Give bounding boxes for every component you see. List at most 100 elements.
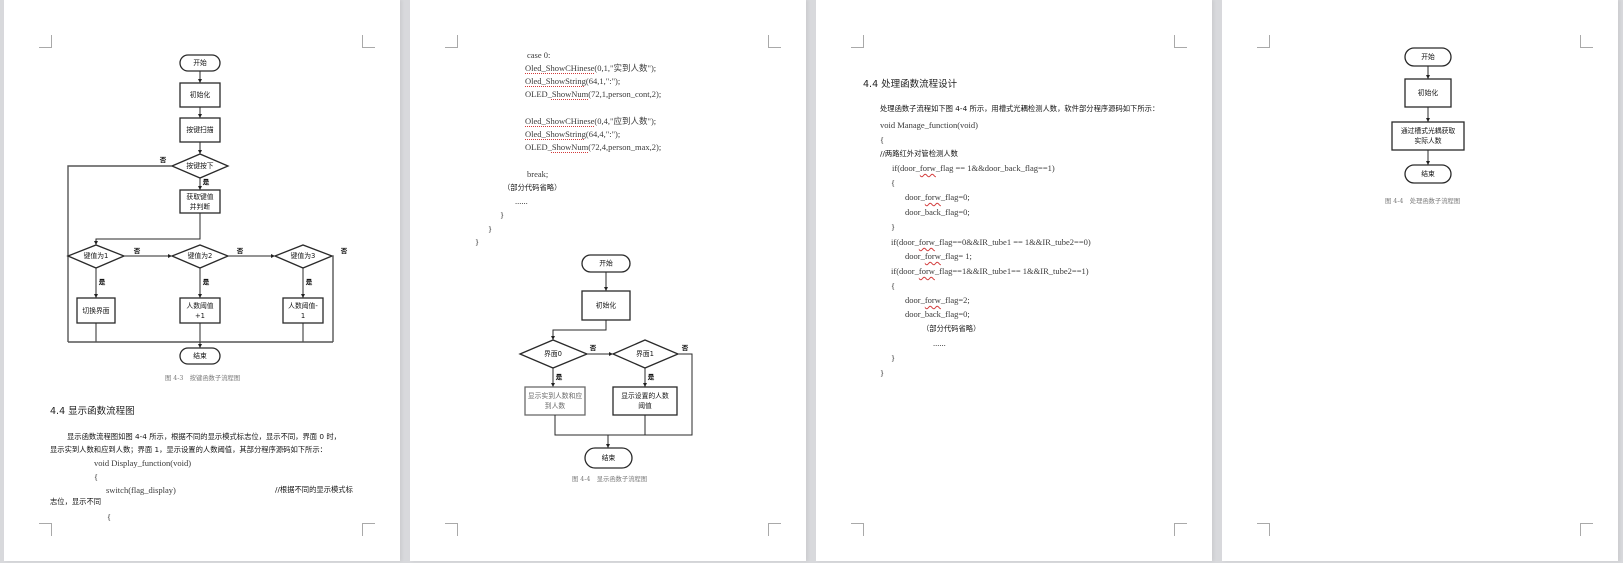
code-line: } [475,237,480,247]
no-label: 否 [159,156,167,164]
screen0-label: 界面0 [544,350,562,358]
spellcheck-underline: forw [918,237,935,247]
code-line: break; [527,169,549,179]
yes-label: 是 [202,177,210,186]
spellcheck-underline: Oled_ShowCHinese [525,63,595,73]
threshold-minus-label-1: 人数阈值- [288,301,318,310]
code-line: if(door_forw_flag==1&&IR_tube1== 1&&IR_t… [891,266,1089,276]
crop-mark-top-right [768,35,781,48]
spellcheck-underline: Oled_ShowString [525,76,586,86]
threshold-minus-box [282,297,324,324]
end-terminal [1404,164,1452,184]
get-key-label-1: 获取键值 [186,192,213,201]
spellcheck-underline: forw [924,251,941,261]
code-line: OLED_ShowNum(72,1,person_cont,2); [525,89,662,99]
code-omitted-note: （部分代码省略） [922,324,981,333]
code-line: switch(flag_display) [106,485,176,495]
code-line: if(door_forw_flag == 1&&door_back_flag==… [892,163,1055,173]
crop-mark-bottom-left [39,523,52,536]
spellcheck-underline: ShowNum [551,142,589,152]
code-line: Oled_ShowString(64,1,":"); [525,76,621,86]
code-comment: //两路红外对管检测人数 [880,149,958,158]
key-scan-label: 按键扫描 [186,125,213,134]
key-is-1-label: 键值为1 [84,251,109,260]
crop-mark-bottom-right [768,523,781,536]
threshold-plus-label-1: 人数阈值 [186,301,213,310]
right-bypass-line [332,255,334,342]
arrow [551,320,607,340]
flowchart-manage-function: 开始 初始化 通过槽式光耦获取 实际人数 结束 [1391,47,1465,184]
code-ellipsis: ...... [515,196,528,206]
show-threshold-label-2: 阈值 [638,401,652,410]
acquire-count-label-1: 通过槽式光耦获取 [1401,126,1456,135]
code-line: } [500,210,505,220]
crop-mark-bottom-right [362,523,375,536]
code-line: { [891,178,896,188]
key-is-2-label: 键值为2 [188,251,213,260]
screen1-label: 界面1 [636,350,654,358]
crop-mark-bottom-left [445,523,458,536]
yes-label: 是 [202,277,210,286]
no-label: 否 [681,344,689,352]
acquire-count-label-2: 实际人数 [1414,136,1441,145]
init-box [581,290,631,321]
show-actual-box [524,386,586,416]
crop-mark-top-left [1257,35,1270,48]
threshold-minus-label-2: 1 [301,312,305,320]
code-line: door_forw_flag=2; [905,295,970,305]
no-label: 否 [340,247,348,255]
init-box [179,82,221,108]
flowchart-display-function: 开始 初始化 界面0 否 界面1 否 是 是 显示实到人数和应 到人数 显示设置… [518,254,693,469]
key-pressed-decision [170,153,230,179]
connector [554,415,608,436]
code-line: { [891,281,896,291]
code-line: } [488,224,493,234]
code-line: Oled_ShowCHinese(0,1,"实到人数"); [525,63,657,73]
arrow [94,213,201,245]
code-line: } [891,353,896,363]
start-label: 开始 [599,259,613,268]
no-label: 否 [589,344,597,352]
code-line: void Display_function(void) [94,458,192,468]
page-2: case 0: Oled_ShowCHinese(0,1,"实到人数"); Ol… [410,0,806,561]
crop-mark-top-left [39,35,52,48]
flowchart-key-function: 开始 初始化 按键扫描 按键按下 否 是 获取键值 并判断 键值为1 否 键值为… [66,54,348,365]
code-line: Oled_ShowCHinese(0,4,"应到人数"); [525,116,657,126]
no-label: 否 [236,247,244,255]
no-label: 否 [133,247,141,255]
code-line: } [891,222,896,232]
page-1: 开始 初始化 按键扫描 按键按下 否 是 获取键值 并判断 键值为1 否 键值为… [4,0,400,561]
crop-mark-top-right [1580,35,1593,48]
paragraph-line: 显示函数流程图如图 4-4 所示，根据不同的显示模式标志位，显示不同，界面 0 … [67,432,341,441]
init-label: 初始化 [1418,88,1439,97]
paragraph-line: 显示实到人数和应到人数；界面 1，显示设置的人数阈值，其部分程序源码如下所示： [50,445,327,454]
end-terminal [179,347,221,365]
end-label: 结束 [1421,169,1435,178]
spellcheck-underline: ShowNum [551,89,589,99]
code-line: door_back_flag=0; [905,309,970,319]
spellcheck-underline: forw [919,163,936,173]
figure-caption: 图 4-3 按键函数子流程图 [165,375,241,382]
figure-caption: 图 4-4 显示函数子流程图 [572,476,648,483]
code-line: if(door_forw_flag==0&&IR_tube1 == 1&&IR_… [891,237,1091,247]
code-line: } [880,368,885,378]
key-is-3-label: 键值为3 [291,251,316,260]
init-label: 初始化 [190,90,211,99]
init-label: 初始化 [596,301,617,310]
switch-screen-box [76,297,116,324]
end-terminal [584,447,633,469]
switch-screen-label: 切换界面 [82,306,109,315]
code-line: { [94,472,99,482]
spellcheck-underline: forw [924,295,941,305]
crop-mark-top-left [851,35,864,48]
code-comment: //根据不同的显示模式标 [275,485,353,494]
crop-mark-bottom-left [1257,523,1270,536]
yes-label: 是 [98,277,106,286]
yes-label: 是 [647,372,655,381]
start-label: 开始 [1421,52,1435,61]
code-line: door_forw_flag=0; [905,192,970,202]
init-box [1404,78,1452,108]
spellcheck-underline: Oled_ShowString [525,129,586,139]
start-label: 开始 [193,58,207,67]
